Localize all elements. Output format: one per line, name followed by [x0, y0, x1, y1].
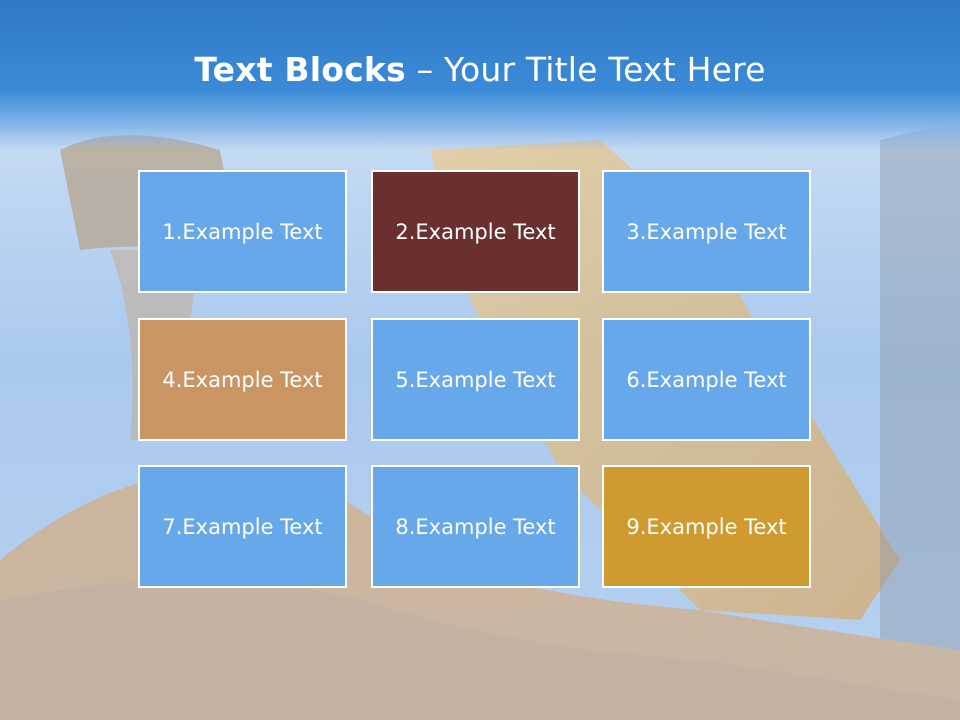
text-block-label: 2.Example Text [395, 219, 556, 244]
text-block-label: 3.Example Text [626, 219, 787, 244]
text-block-grid: 1.Example Text 2.Example Text 3.Example … [138, 170, 815, 594]
text-block-label: 6.Example Text [626, 367, 787, 392]
text-block-3[interactable]: 3.Example Text [602, 170, 811, 293]
text-block-label: 1.Example Text [162, 219, 323, 244]
text-block-label: 7.Example Text [162, 514, 323, 539]
text-block-label: 5.Example Text [395, 367, 556, 392]
text-block-2[interactable]: 2.Example Text [371, 170, 580, 293]
text-block-label: 8.Example Text [395, 514, 556, 539]
title-bar [0, 0, 960, 150]
title-bold: Text Blocks [194, 50, 406, 89]
title-rest: Your Title Text Here [444, 50, 766, 89]
text-block-7[interactable]: 7.Example Text [138, 465, 347, 588]
title-dash: – [416, 50, 434, 89]
text-block-6[interactable]: 6.Example Text [602, 318, 811, 441]
text-block-1[interactable]: 1.Example Text [138, 170, 347, 293]
text-block-4[interactable]: 4.Example Text [138, 318, 347, 441]
slide-title: Text Blocks – Your Title Text Here [0, 50, 960, 89]
text-block-8[interactable]: 8.Example Text [371, 465, 580, 588]
text-block-label: 4.Example Text [162, 367, 323, 392]
text-block-label: 9.Example Text [626, 514, 787, 539]
text-block-9[interactable]: 9.Example Text [602, 465, 811, 588]
text-block-5[interactable]: 5.Example Text [371, 318, 580, 441]
